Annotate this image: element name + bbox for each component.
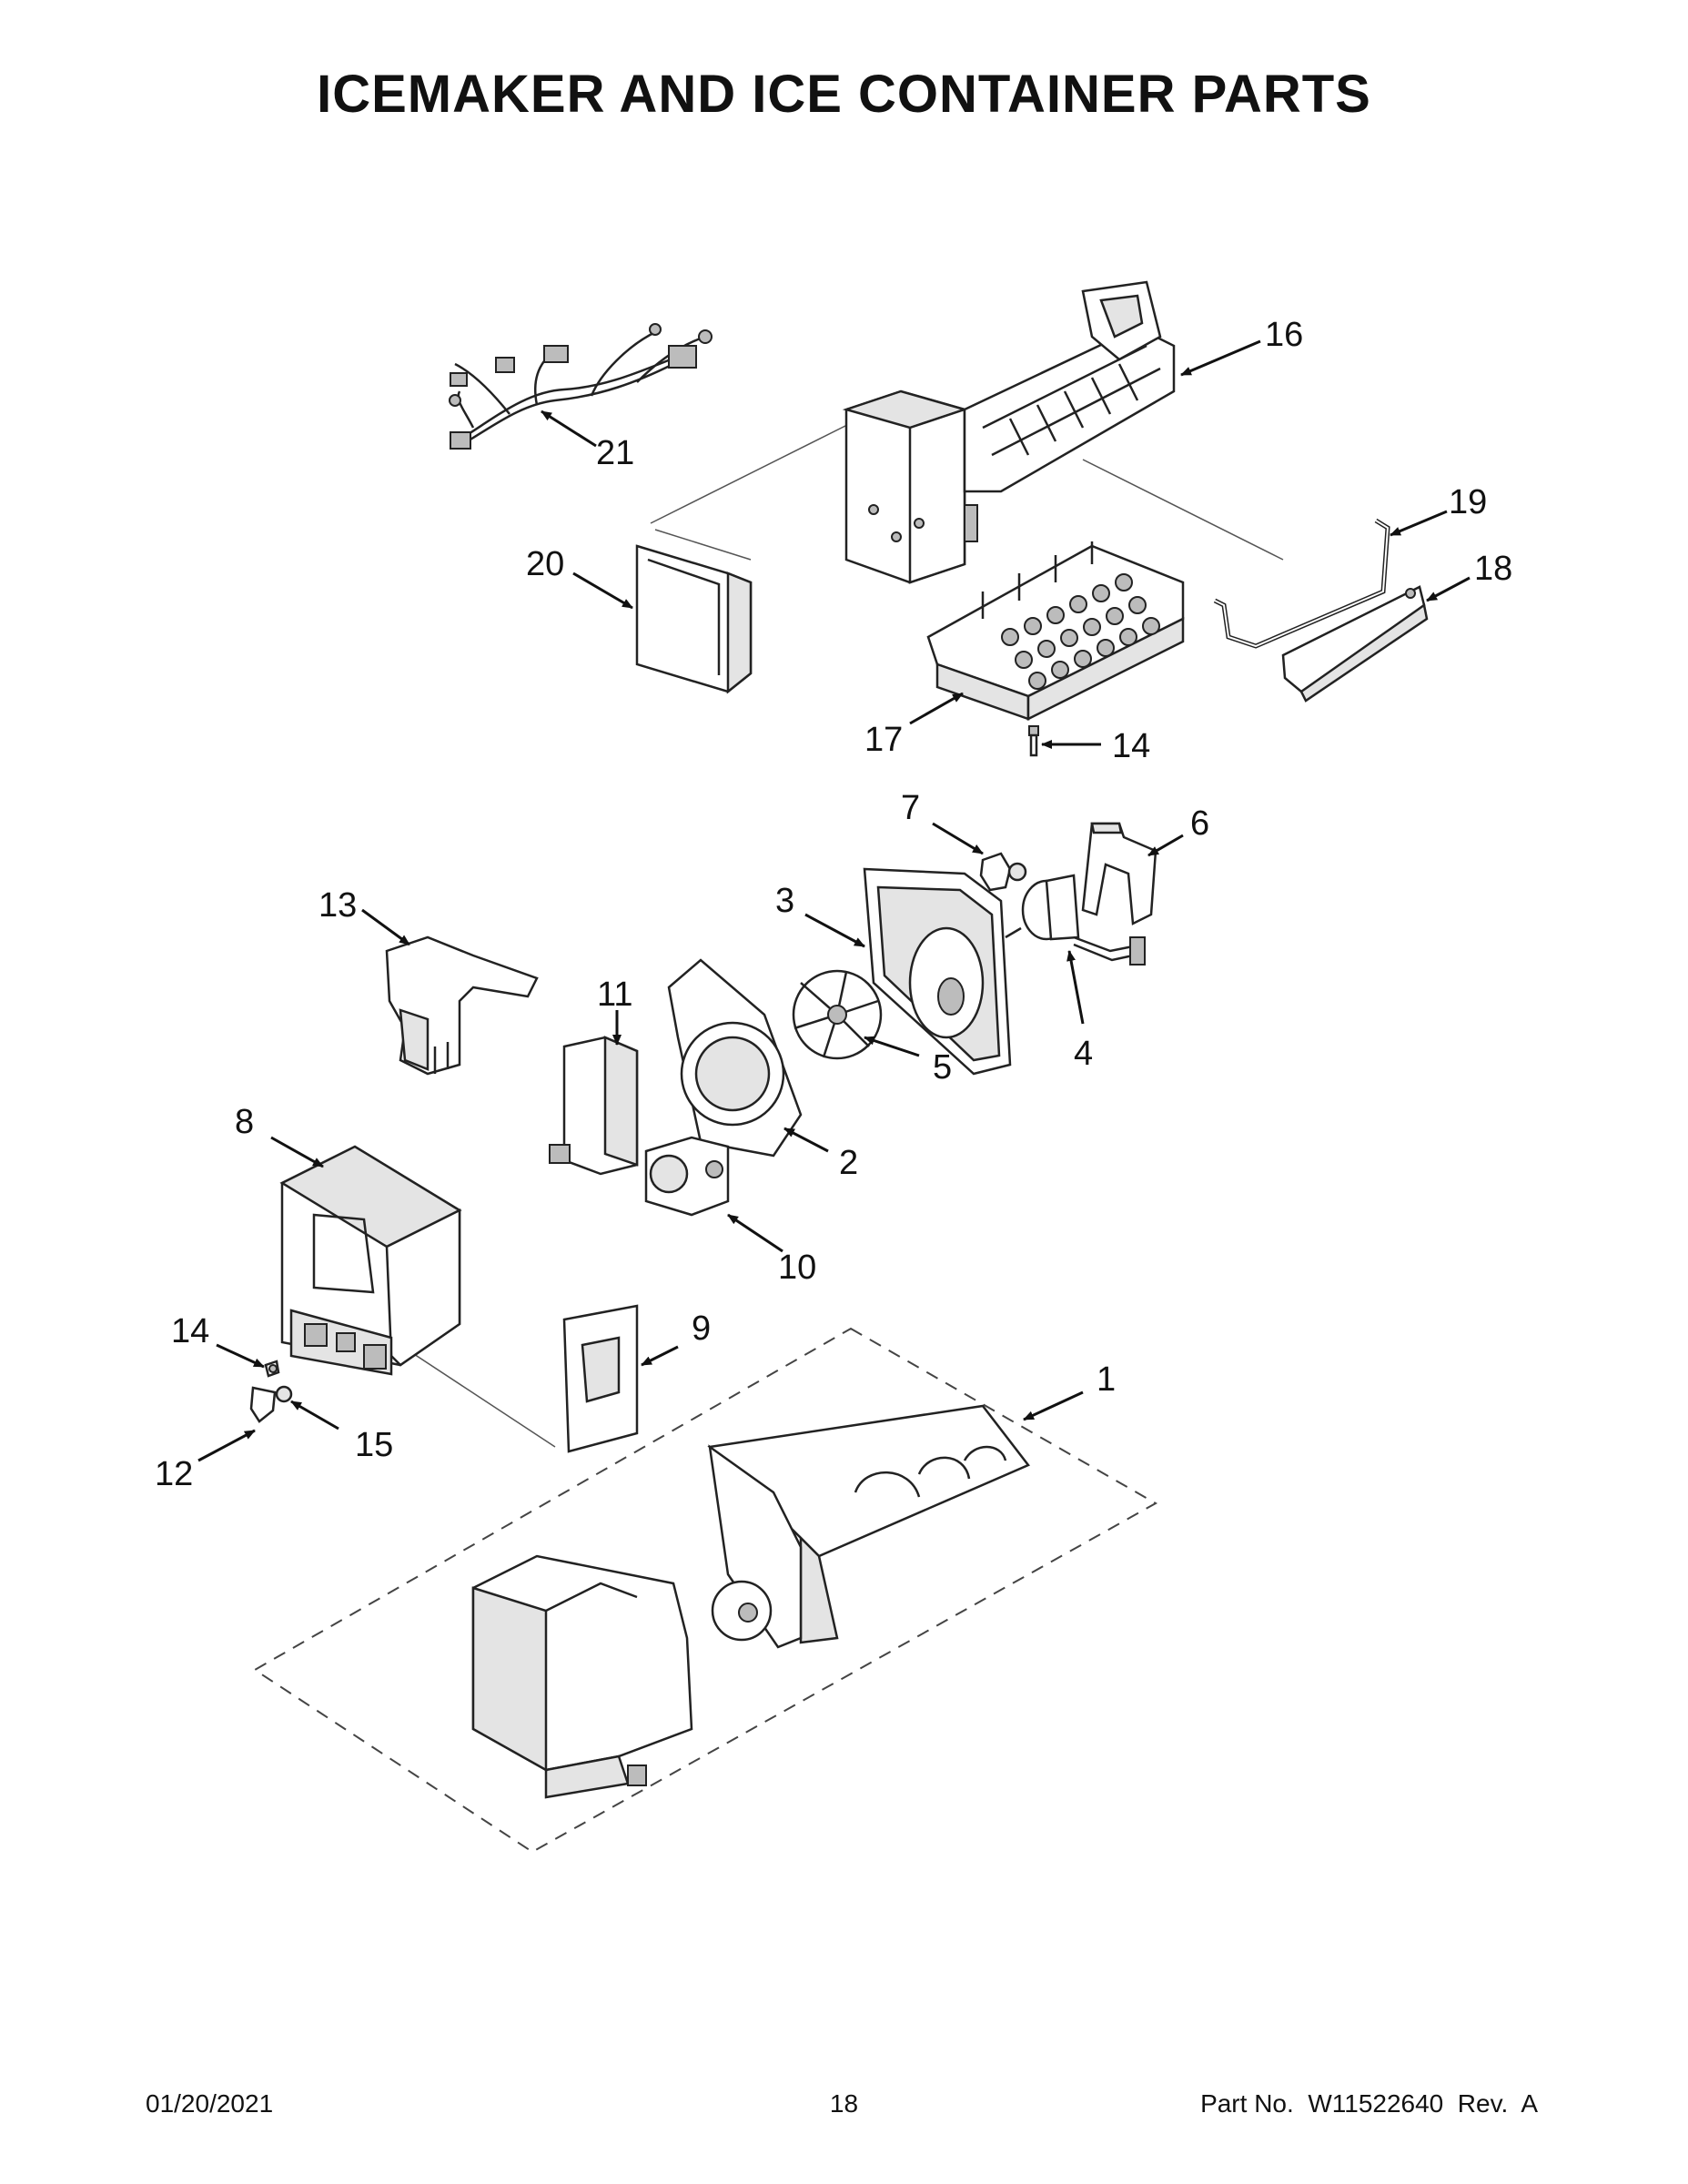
callout-18: 18: [1474, 550, 1512, 588]
screw-part-lower: [264, 1360, 280, 1378]
air-duct-part: [385, 935, 539, 1076]
dispenser-door-part: [562, 1304, 639, 1453]
callout-21: 21: [596, 434, 634, 472]
callout-9: 9: [692, 1309, 711, 1348]
leader-line-19: [1390, 510, 1448, 537]
callout-14-lower: 14: [171, 1312, 209, 1350]
callout-4: 4: [1074, 1035, 1093, 1073]
footer-date: 01/20/2021: [146, 2089, 274, 2118]
leader-line-4: [1066, 950, 1085, 1025]
leader-line-13: [361, 908, 410, 946]
callout-7: 7: [901, 789, 920, 827]
leader-line-17: [909, 692, 964, 725]
leader-line-1: [1023, 1390, 1084, 1421]
ice-bin-assembly-part: [253, 1327, 1158, 1854]
motor-mount-bracket-part: [1081, 822, 1157, 925]
footer-part-number: Part No. W11522640 Rev. A: [1200, 2089, 1538, 2118]
callout-6: 6: [1190, 804, 1209, 843]
icemaker-cover-part: [635, 529, 753, 694]
footer-page-number: 18: [829, 2089, 859, 2118]
leader-line-7: [932, 822, 984, 855]
callout-20: 20: [526, 545, 564, 583]
motor-bracket-small-part: [979, 852, 1027, 892]
callout-19: 19: [1449, 483, 1487, 521]
fan-blade-part: [792, 969, 883, 1060]
callout-1: 1: [1097, 1360, 1116, 1399]
callout-17: 17: [864, 721, 903, 759]
callout-arrows: [197, 339, 1471, 1462]
leader-line-18: [1426, 576, 1471, 602]
leader-line-2: [783, 1127, 829, 1153]
callout-13: 13: [318, 886, 357, 925]
callout-2: 2: [839, 1144, 858, 1182]
fan-housing-part: [863, 867, 1012, 1076]
leader-line-5: [864, 1036, 920, 1057]
callout-15: 15: [355, 1426, 393, 1464]
leader-line-6: [1147, 834, 1184, 857]
clip-part: [249, 1386, 277, 1423]
leader-line-20: [572, 571, 633, 610]
leader-line-12: [197, 1429, 256, 1462]
callout-5: 5: [933, 1048, 952, 1087]
callout-10: 10: [778, 1249, 816, 1287]
leader-line-15: [290, 1400, 339, 1431]
callout-8: 8: [235, 1103, 254, 1141]
leader-line-8: [270, 1136, 324, 1168]
callout-16: 16: [1265, 316, 1303, 354]
leader-line-14-lower: [216, 1343, 265, 1369]
icemaker-assembly-part: [650, 280, 1284, 584]
fan-motor-part: [1005, 874, 1146, 966]
wire-harness-part: [449, 323, 713, 450]
wire-bail-part: [1213, 518, 1390, 649]
leader-line-9: [641, 1345, 679, 1367]
washer-part: [275, 1385, 293, 1403]
callout-14-upper: 14: [1112, 727, 1150, 765]
leader-line-3: [804, 913, 865, 948]
leader-line-21: [541, 410, 597, 448]
dispenser-housing-part: [279, 1145, 556, 1448]
switch-housing-part: [549, 1036, 639, 1176]
shutoff-arm-part: [1281, 585, 1429, 703]
leader-line-16: [1180, 339, 1261, 377]
leader-line-10: [727, 1213, 783, 1253]
callout-11: 11: [597, 976, 632, 1014]
callout-3: 3: [775, 882, 794, 920]
ice-mold-tray-part: [926, 541, 1185, 722]
page-title: ICEMAKER AND ICE CONTAINER PARTS: [317, 65, 1371, 124]
callout-labels: 21 16 20 19 18 17 14 7 6 13 3 4 11 5 2 8…: [155, 316, 1512, 1493]
screw-part-upper: [1028, 725, 1039, 757]
fan-shroud-part: [667, 958, 803, 1158]
auger-motor-part: [644, 1136, 730, 1217]
callout-12: 12: [155, 1455, 193, 1493]
